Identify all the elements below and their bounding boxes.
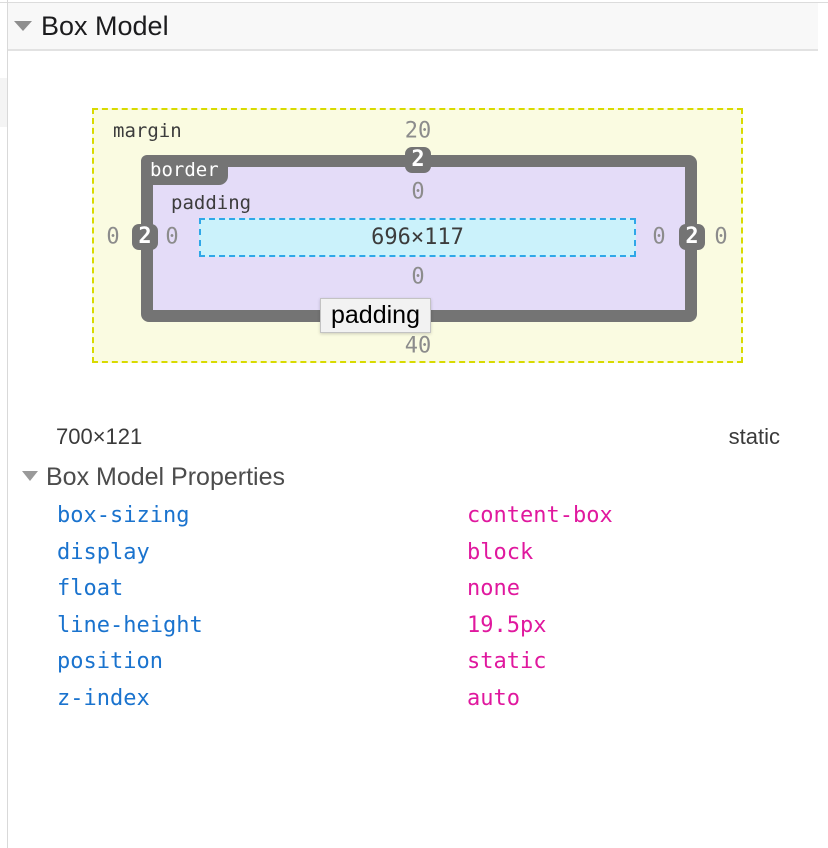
- chevron-down-icon[interactable]: [22, 471, 38, 481]
- margin-right-value[interactable]: 0: [714, 224, 728, 250]
- property-name[interactable]: float: [57, 576, 124, 601]
- property-row[interactable]: box-sizing content-box: [57, 498, 797, 535]
- property-row[interactable]: line-height 19.5px: [57, 608, 797, 645]
- content-region[interactable]: 696×117: [199, 218, 636, 257]
- property-row[interactable]: position static: [57, 644, 797, 681]
- property-value[interactable]: content-box: [467, 503, 613, 528]
- property-name[interactable]: z-index: [57, 685, 150, 711]
- margin-left-value[interactable]: 0: [106, 224, 120, 250]
- left-gutter-segment: [0, 78, 7, 127]
- panel-title: Box Model: [41, 10, 169, 41]
- margin-bottom-value[interactable]: 40: [404, 333, 432, 359]
- padding-label: padding: [171, 192, 252, 214]
- properties-list: box-sizing content-box display block flo…: [57, 498, 797, 717]
- properties-section-title: Box Model Properties: [46, 463, 286, 491]
- padding-top-value[interactable]: 0: [411, 179, 425, 205]
- border-label: border: [141, 155, 228, 185]
- padding-tooltip: padding: [320, 298, 431, 333]
- panel-header[interactable]: Box Model: [8, 3, 818, 51]
- margin-label: margin: [113, 120, 182, 142]
- property-value[interactable]: 19.5px: [467, 612, 547, 638]
- property-row[interactable]: z-index auto: [57, 681, 797, 718]
- border-left-badge[interactable]: 2: [132, 224, 158, 250]
- padding-right-value[interactable]: 0: [652, 224, 666, 250]
- property-row[interactable]: float none: [57, 571, 797, 608]
- chevron-down-icon[interactable]: [14, 21, 32, 31]
- property-name[interactable]: display: [57, 539, 150, 565]
- property-name[interactable]: box-sizing: [57, 503, 190, 528]
- panel-left-divider: [7, 0, 8, 848]
- padding-left-value[interactable]: 0: [165, 224, 179, 250]
- property-value[interactable]: static: [467, 649, 547, 674]
- element-dimensions: 700×121: [56, 424, 143, 449]
- border-top-badge[interactable]: 2: [405, 147, 431, 173]
- property-row[interactable]: display block: [57, 535, 797, 572]
- property-value[interactable]: auto: [467, 685, 520, 711]
- element-position: static: [728, 424, 780, 449]
- content-size-label: 696×117: [371, 225, 464, 250]
- property-value[interactable]: none: [467, 576, 520, 601]
- property-name[interactable]: line-height: [57, 612, 203, 638]
- padding-bottom-value[interactable]: 0: [411, 264, 425, 290]
- property-value[interactable]: block: [467, 539, 534, 565]
- margin-top-value[interactable]: 20: [404, 118, 432, 144]
- panel-top-border: [0, 2, 828, 3]
- border-right-badge[interactable]: 2: [679, 224, 705, 250]
- property-name[interactable]: position: [57, 649, 163, 674]
